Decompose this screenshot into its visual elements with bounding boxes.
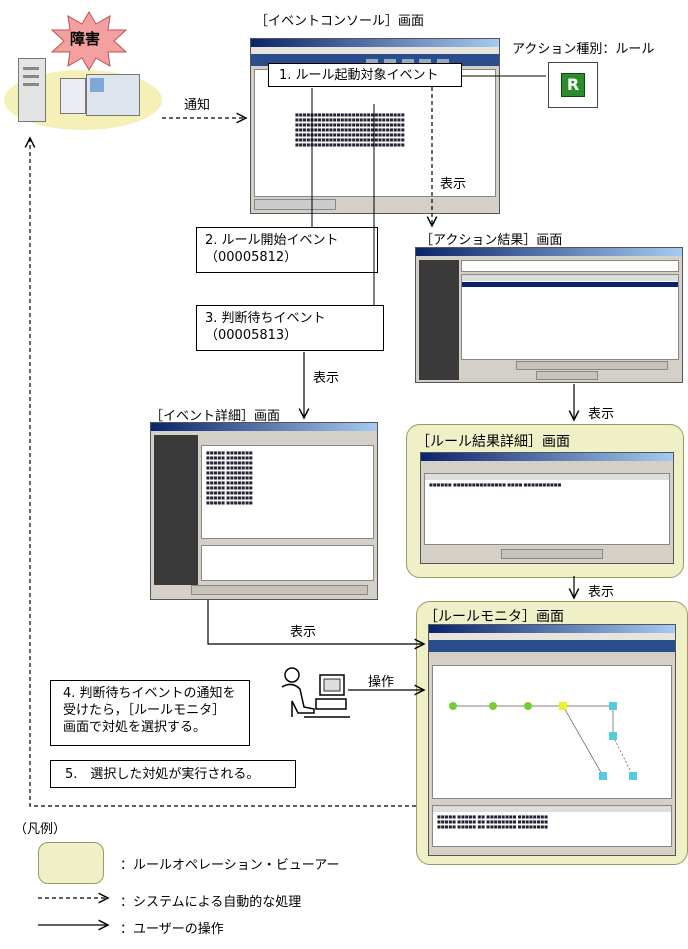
server-icon bbox=[18, 58, 46, 122]
rule-monitor-title: ［ルールモニタ］画面 bbox=[424, 609, 564, 625]
display-label-1: 表示 bbox=[440, 177, 467, 192]
legend-auto-text: ：システムによる自動的な処理 bbox=[120, 895, 302, 910]
event-console-window: ■■■■■■■■■■■■■■■■■■■■■■■■■■■■■■■■■■■■■■■■… bbox=[250, 38, 500, 214]
step4-box: 4. 判断待ちイベントの通知を 受けたら，［ルールモニタ］ 画面で対処を選択する… bbox=[50, 680, 250, 746]
failure-label: 障害 bbox=[70, 30, 101, 48]
rule-start-event-id: （00005812） bbox=[205, 250, 298, 265]
event-console-title: ［イベントコンソール］画面 bbox=[255, 14, 425, 29]
notify-label: 通知 bbox=[184, 98, 211, 113]
rule-result-detail-window: ■■■■■■ ■■■■■■■■■■■■■■ ■■■■ ■■■■■■■■■■ bbox=[420, 452, 674, 564]
legend-user-text: ：ユーザーの操作 bbox=[120, 922, 224, 937]
judgment-wait-event-box: 3. 判断待ちイベント （00005813） bbox=[196, 305, 384, 351]
operation-label: 操作 bbox=[368, 675, 395, 690]
action-result-title: ［アクション結果］画面 bbox=[420, 233, 563, 248]
legend-viewer-text: ：ルールオペレーション・ビューアー bbox=[120, 858, 340, 873]
display-label-2: 表示 bbox=[313, 371, 340, 386]
display-label-3: 表示 bbox=[588, 407, 615, 422]
rule-start-event-box: 2. ルール開始イベント （00005812） bbox=[196, 227, 378, 273]
judgment-wait-event-id: （00005813） bbox=[205, 328, 298, 343]
rule-monitor-window: ■■■■■ ■■■■■ ■■ ■■■■■■■■ ■■■■■■■■■■■■■ ■■… bbox=[428, 624, 676, 856]
failure-burst-icon bbox=[50, 11, 128, 71]
display-label-5: 表示 bbox=[290, 625, 317, 640]
step4-line2: 受けたら，［ルールモニタ］ bbox=[63, 703, 226, 718]
legend-viewer-swatch bbox=[38, 842, 104, 884]
action-type-label: アクション種別：ルール bbox=[512, 42, 655, 57]
display-label-4: 表示 bbox=[588, 585, 615, 600]
action-result-window bbox=[415, 247, 683, 383]
rule-trigger-event-box: 1. ルール起動対象イベント bbox=[268, 63, 462, 87]
step5-box: 5. 選択した対処が実行される。 bbox=[50, 760, 296, 788]
step4-line1: 4. 判断待ちイベントの通知を bbox=[63, 686, 236, 701]
legend-heading: （凡例） bbox=[14, 822, 67, 837]
event-detail-title: ［イベント詳細］画面 bbox=[150, 409, 281, 424]
rule-start-event-label: 2. ルール開始イベント bbox=[205, 233, 339, 248]
user-operator-icon bbox=[281, 667, 350, 718]
rule-icon: R bbox=[548, 62, 598, 108]
step4-line3: 画面で対処を選択する。 bbox=[63, 720, 207, 735]
event-detail-window: ■■■■■ ■■■■■■■■■■■■ ■■■■■■■■■■■■ ■■■■■■■■… bbox=[150, 422, 378, 600]
machine-icon bbox=[60, 74, 140, 118]
judgment-wait-event-label: 3. 判断待ちイベント bbox=[205, 311, 326, 326]
rule-result-detail-title: ［ルール結果詳細］画面 bbox=[416, 434, 570, 450]
rule-flow-diagram bbox=[449, 702, 637, 780]
